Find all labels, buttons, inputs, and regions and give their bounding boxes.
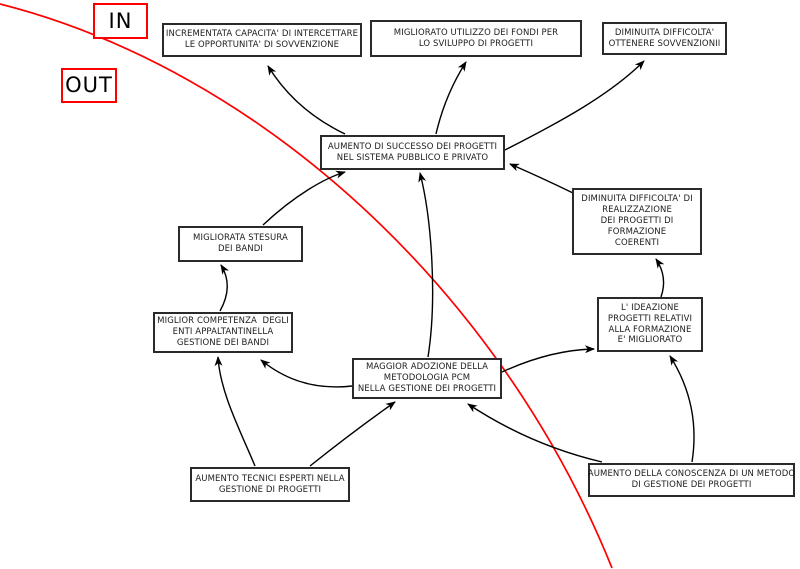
label-out: OUT	[61, 68, 117, 103]
node-ideazione-progetti-formazione: L' IDEAZIONE PROGETTI RELATIVI ALLA FORM…	[597, 297, 703, 352]
arrow-aumento-tecnici-to-maggior-adozione	[309, 401, 396, 467]
arrow-successo-to-migliorato-utilizzo	[435, 61, 467, 135]
node-migliorata-stesura-bandi: MIGLIORATA STESURA DEI BANDI	[178, 226, 303, 262]
node-aumento-conoscenza-metodo: AUMENTO DELLA CONOSCENZA DI UN METODO DI…	[588, 463, 795, 497]
node-migliorato-utilizzo-fondi: MIGLIORATO UTILIZZO DEI FONDI PER LO SVI…	[370, 20, 582, 57]
arrow-successo-to-incrementata	[267, 65, 346, 135]
arrow-maggior-adozione-to-ideazione	[501, 345, 595, 373]
in-out-boundary-curve	[0, 3, 613, 569]
arrow-aumento-tecnici-to-miglior-competenza	[214, 356, 256, 467]
arrow-ideazione-to-diminuita-realizzazione	[655, 258, 665, 298]
arrow-aumento-conoscenza-to-ideazione	[669, 355, 695, 463]
node-aumento-tecnici-esperti: AUMENTO TECNICI ESPERTI NELLA GESTIONE D…	[190, 467, 350, 502]
node-diminuita-difficolta-realizzazione: DIMINUITA DIFFICOLTA' DI REALIZZAZIONE D…	[572, 188, 702, 255]
node-miglior-competenza-enti: MIGLIOR COMPETENZA DEGLI ENTI APPALTANTI…	[153, 312, 293, 353]
arrow-diminuita-realizzazione-to-successo	[509, 163, 574, 194]
node-aumento-successo-progetti: AUMENTO DI SUCCESSO DEI PROGETTI NEL SIS…	[320, 135, 505, 170]
arrow-aumento-conoscenza-to-maggior-adozione	[467, 403, 603, 463]
node-maggior-adozione-pcm: MAGGIOR ADOZIONE DELLA METODOLOGIA PCM N…	[352, 358, 502, 399]
node-diminuita-difficolta-sovvenzioni: DIMINUITA DIFFICOLTA' OTTENERE SOVVENZIO…	[602, 22, 727, 55]
arrow-successo-to-diminuita-sovvenzioni	[504, 60, 645, 151]
node-incrementata-capacita: INCREMENTATA CAPACITA' DI INTERCETTARE L…	[162, 23, 362, 57]
arrow-miglior-competenza-to-migliorata-stesura	[219, 264, 230, 312]
arrow-migliorata-stesura-to-successo	[262, 170, 346, 226]
arrow-maggior-adozione-to-miglior-competenza	[260, 359, 353, 388]
arrow-maggior-adozione-to-successo	[418, 172, 434, 358]
label-in: IN	[93, 3, 148, 39]
